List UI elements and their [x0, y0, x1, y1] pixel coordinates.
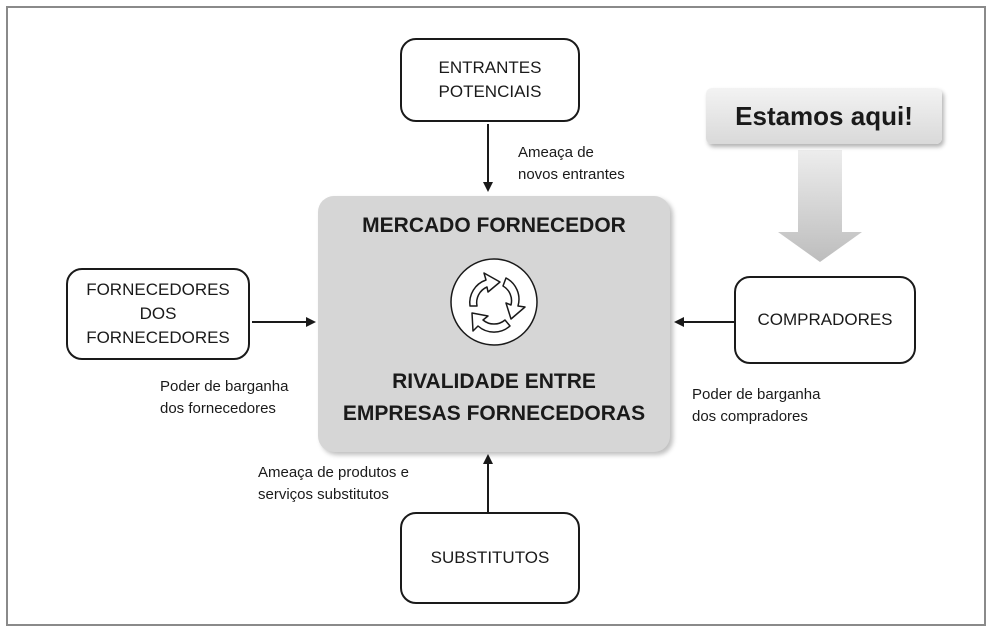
box-compradores-label: COMPRADORES — [757, 310, 893, 329]
box-entrantes-label: ENTRANTES POTENCIAIS — [438, 58, 542, 101]
diagram-frame — [6, 6, 986, 626]
label-ameaca-substitutos: Ameaça de produtos e serviços substituto… — [258, 464, 409, 503]
label-barganha-fornecedores: Poder de barganha dos fornecedores — [160, 378, 289, 417]
label-barganha-compradores: Poder de barganha dos compradores — [692, 386, 821, 425]
box-compradores: COMPRADORES — [734, 276, 916, 364]
box-substitutos-label: SUBSTITUTOS — [430, 548, 550, 567]
callout-text: Estamos aqui! — [735, 100, 913, 131]
callout-estamos-aqui: Estamos aqui! — [706, 88, 942, 144]
recycle-cycle-icon — [450, 258, 538, 346]
box-fornecedores-label: FORNECEDORES DOS FORNECEDORES — [86, 280, 230, 347]
label-ameaca-novos-entrantes: Ameaça de novos entrantes — [518, 144, 625, 183]
box-entrantes-potenciais: ENTRANTES POTENCIAIS — [400, 38, 580, 122]
market-title: MERCADO FORNECEDOR — [362, 214, 626, 237]
down-arrow-icon — [778, 150, 862, 262]
box-substitutos: SUBSTITUTOS — [400, 512, 580, 604]
rivalry-title: RIVALIDADE ENTRE EMPRESAS FORNECEDORAS — [342, 370, 646, 425]
box-fornecedores-dos-fornecedores: FORNECEDORES DOS FORNECEDORES — [66, 268, 250, 360]
market-center-box: MERCADO FORNECEDOR RIVALIDADE ENTRE EMPR… — [318, 196, 670, 452]
